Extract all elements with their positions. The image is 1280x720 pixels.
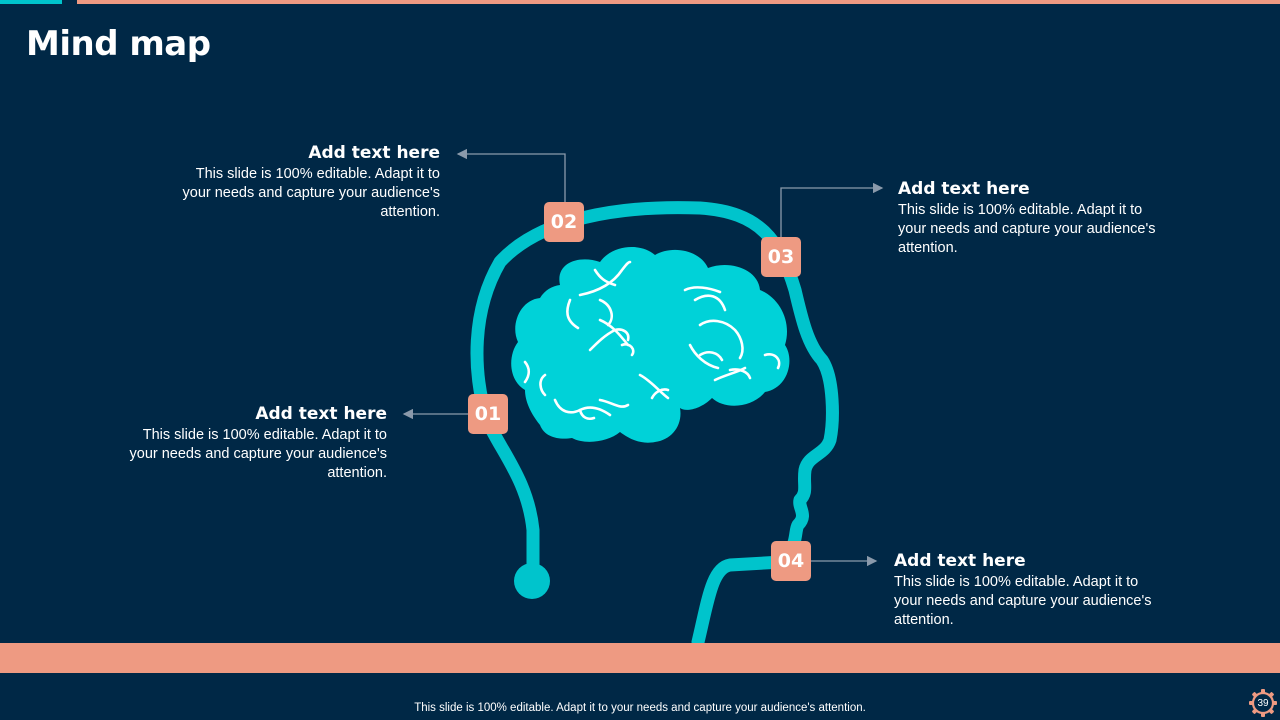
item-heading-02: Add text here [308,143,440,163]
head-brain-icon [470,201,839,649]
item-badge-01: 01 [468,394,508,434]
footer-text: This slide is 100% editable. Adapt it to… [414,702,866,714]
top-accent-bar-salmon [77,0,1280,4]
top-accent-bar-teal [0,0,62,4]
item-body-04: This slide is 100% editable. Adapt it to… [894,574,1152,628]
item-badge-03: 03 [761,237,801,277]
brain-shape [511,246,790,443]
footer-band [0,643,1280,673]
item-badge-02: 02 [544,202,584,242]
brain-folds [523,260,781,421]
connector-03 [780,182,884,237]
connectors [402,148,884,567]
item-block-03: Add text here This slide is 100% editabl… [898,178,1158,258]
item-heading-04: Add text here [894,551,1026,571]
item-body-02: This slide is 100% editable. Adapt it to… [182,166,441,220]
item-body-03: This slide is 100% editable. Adapt it to… [898,202,1156,256]
item-body-01: This slide is 100% editable. Adapt it to… [129,427,388,481]
head-outline [470,201,839,649]
gear-icon [1249,689,1277,717]
connector-02 [456,148,566,202]
item-block-04: Add text here This slide is 100% editabl… [894,550,1154,630]
page-number: 39 [1257,697,1269,709]
neck-knob [514,563,550,599]
item-badge-04: 04 [771,541,811,581]
item-block-02: Add text here This slide is 100% editabl… [180,142,441,222]
item-block-01: Add text here This slide is 100% editabl… [127,403,388,483]
page-title: Mind map [26,24,211,64]
item-heading-01: Add text here [255,404,387,424]
item-heading-03: Add text here [898,179,1030,199]
